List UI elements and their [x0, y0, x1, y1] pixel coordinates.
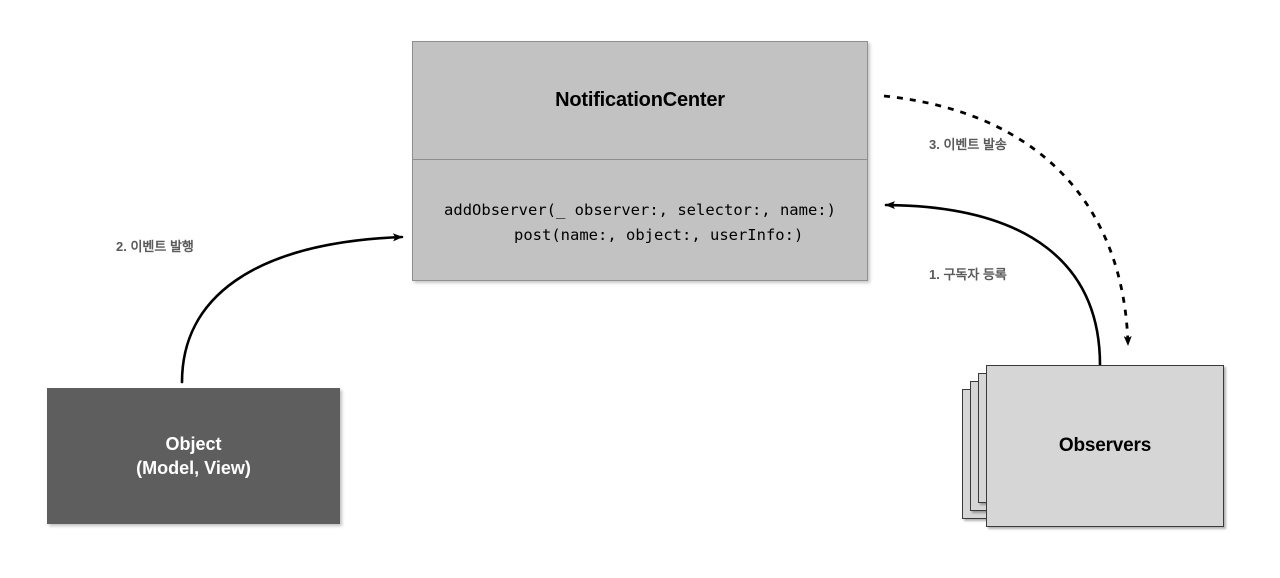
method-post: post(name:, object:, userInfo:) [476, 225, 804, 244]
observer-card-front: Observers [986, 365, 1224, 527]
step-1-label: 1. 구독자 등록 [929, 267, 1007, 282]
notification-center-title-area: NotificationCenter [413, 42, 867, 159]
method-add-observer: addObserver(_ observer:, selector:, name… [444, 201, 836, 220]
object-box: Object (Model, View) [47, 388, 340, 524]
notification-center-divider [413, 159, 867, 160]
notification-center-box: NotificationCenter addObserver(_ observe… [412, 41, 868, 281]
step-2-label: 2. 이벤트 발행 [116, 239, 194, 254]
object-box-subtitle: (Model, View) [136, 458, 251, 478]
object-box-title: Object [165, 433, 222, 454]
notification-center-title: NotificationCenter [555, 89, 725, 111]
observers-stack: Observers [962, 365, 1225, 528]
arrow-step-2 [180, 233, 404, 384]
observers-label: Observers [1058, 435, 1152, 456]
step-3-label: 3. 이벤트 발송 [929, 137, 1007, 152]
arrow-step-1 [884, 201, 1102, 367]
notification-center-methods: addObserver(_ observer:, selector:, name… [413, 160, 867, 281]
